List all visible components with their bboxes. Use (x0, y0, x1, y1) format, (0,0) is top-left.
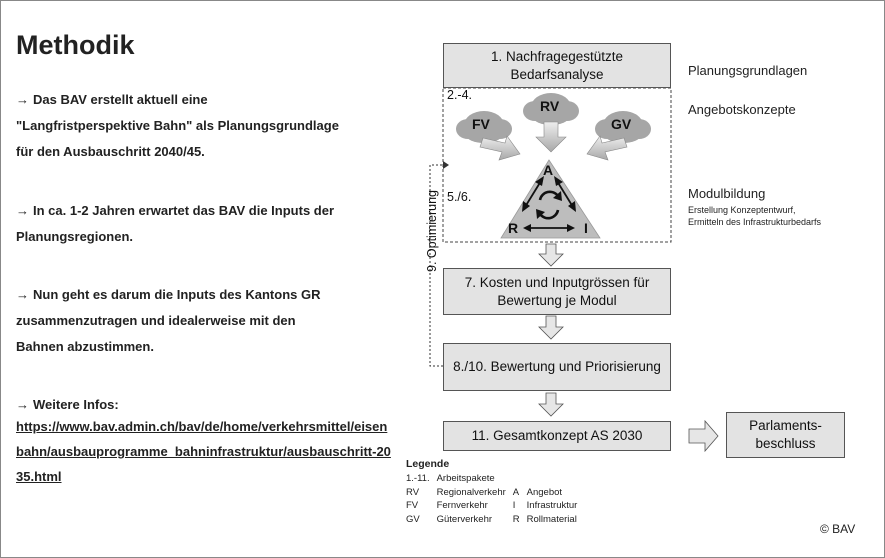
triangle-label-a: A (543, 162, 554, 178)
legend-code: I (512, 500, 516, 511)
side-label-modul-sub-1: Erstellung Konzeptentwurf, (688, 205, 796, 215)
bullet-3-line-2: zusammenzutragen und idealerweise mit de… (16, 313, 296, 328)
legend-code: 1.-11. (406, 473, 430, 484)
step-label-2-4: 2.-4. (447, 88, 473, 102)
box-gesamtkonzept: 11. Gesamtkonzept AS 2030 (443, 421, 671, 451)
cloud-rv-icon (523, 93, 579, 125)
bullet-arrow-icon: → (16, 92, 29, 107)
legend-meaning: Rollmaterial (526, 513, 577, 525)
legend-code: FV (406, 500, 419, 511)
bullet-arrow-icon: → (16, 203, 29, 218)
legend-meaning: Arbeitspakete (436, 473, 495, 484)
right-arrow-icon (688, 419, 719, 453)
legend-meaning: Fernverkehr (436, 500, 488, 511)
bullet-2-line-2: Planungsregionen. (16, 229, 134, 244)
optimization-label: 9. Optimierung (425, 190, 439, 272)
legend-code: R (512, 513, 520, 525)
legend-code (513, 473, 527, 487)
triangle-shape (500, 159, 601, 239)
side-label-modul-sub-2: Ermitteln des Infrastrukturbedarfs (688, 217, 822, 227)
bullet-1-line-2: "Langfristperspektive Bahn" als Planungs… (16, 118, 339, 133)
copyright: © BAV (820, 522, 856, 536)
legend: Legende 1.-11. Arbeitspakete RV Regional… (406, 458, 584, 527)
bullet-arrow-icon: → (16, 397, 29, 412)
cloud-gv-arrow-icon (586, 135, 628, 161)
bullet-4-line-1: Weitere Infos: (33, 397, 119, 412)
bullet-2-line-1: In ca. 1-2 Jahren erwartet das BAV die I… (33, 203, 335, 218)
cloud-label-rv: RV (540, 98, 560, 114)
bullet-arrow-icon: → (16, 287, 29, 302)
box-kosten-inputgroessen: 7. Kosten und Inputgrössen für Bewertung… (443, 268, 671, 315)
bullet-4: → Weitere Infos: (16, 392, 396, 418)
cloud-fv-icon (456, 111, 512, 143)
cloud-fv-arrow-icon (479, 135, 521, 161)
optimization-loop-line (429, 164, 443, 367)
legend-row: RV Regionalverkehr A Angebot (406, 487, 584, 501)
info-link[interactable]: https://www.bav.admin.ch/bav/de/home/ver… (16, 419, 391, 484)
legend-table: 1.-11. Arbeitspakete RV Regionalverkehr … (406, 473, 584, 527)
side-label-modulbildung: Modulbildung (688, 186, 766, 201)
legend-row: FV Fernverkehr I Infrastruktur (406, 500, 584, 514)
legend-code: RV (406, 486, 420, 498)
legend-row: 1.-11. Arbeitspakete (406, 473, 584, 487)
cloud-label-gv: GV (611, 116, 632, 132)
legend-meaning: Regionalverkehr (436, 486, 506, 498)
cloud-label-fv: FV (472, 116, 490, 132)
legend-meaning: Infrastruktur (526, 500, 578, 511)
down-arrow-icon (538, 392, 564, 417)
legend-code: GV (406, 513, 420, 525)
bullet-1-line-3: für den Ausbauschritt 2040/45. (16, 144, 205, 159)
legend-title: Legende (406, 458, 450, 470)
down-arrow-icon (538, 315, 564, 340)
box-bedarfsanalyse: 1. Nachfragegestützte Bedarfsanalyse (443, 43, 671, 88)
legend-meaning: Güterverkehr (436, 513, 493, 525)
bullet-2: → In ca. 1-2 Jahren erwartet das BAV die … (16, 198, 396, 250)
bullet-1: → Das BAV erstellt aktuell eine "Langfris… (16, 87, 396, 165)
side-label-angebotskonzepte: Angebotskonzepte (688, 102, 796, 117)
side-label-planungsgrundlagen: Planungsgrundlagen (688, 63, 808, 78)
legend-code: A (512, 486, 520, 498)
bullet-1-line-1: Das BAV erstellt aktuell eine (33, 92, 208, 107)
step-label-5-6: 5./6. (447, 190, 472, 204)
legend-meaning: Angebot (526, 486, 563, 498)
bullet-3-line-1: Nun geht es darum die Inputs des Kantons… (33, 287, 321, 302)
triangle-label-i: I (584, 220, 588, 236)
box-bewertung-priorisierung: 8./10. Bewertung und Priorisierung (443, 343, 671, 391)
down-arrow-icon (538, 243, 564, 267)
cloud-rv-arrow-icon (535, 121, 567, 153)
cloud-gv-icon (595, 111, 651, 143)
legend-row: GV Güterverkehr R Rollmaterial (406, 514, 584, 528)
triangle-label-r: R (508, 220, 519, 236)
legend-meaning (527, 473, 585, 487)
box-parlamentsbeschluss: Parlaments-beschluss (726, 412, 845, 458)
slide-title: Methodik (16, 30, 135, 60)
bullet-3-line-3: Bahnen abzustimmen. (16, 339, 154, 354)
bullet-3: → Nun geht es darum die Inputs des Kanton… (16, 282, 396, 360)
